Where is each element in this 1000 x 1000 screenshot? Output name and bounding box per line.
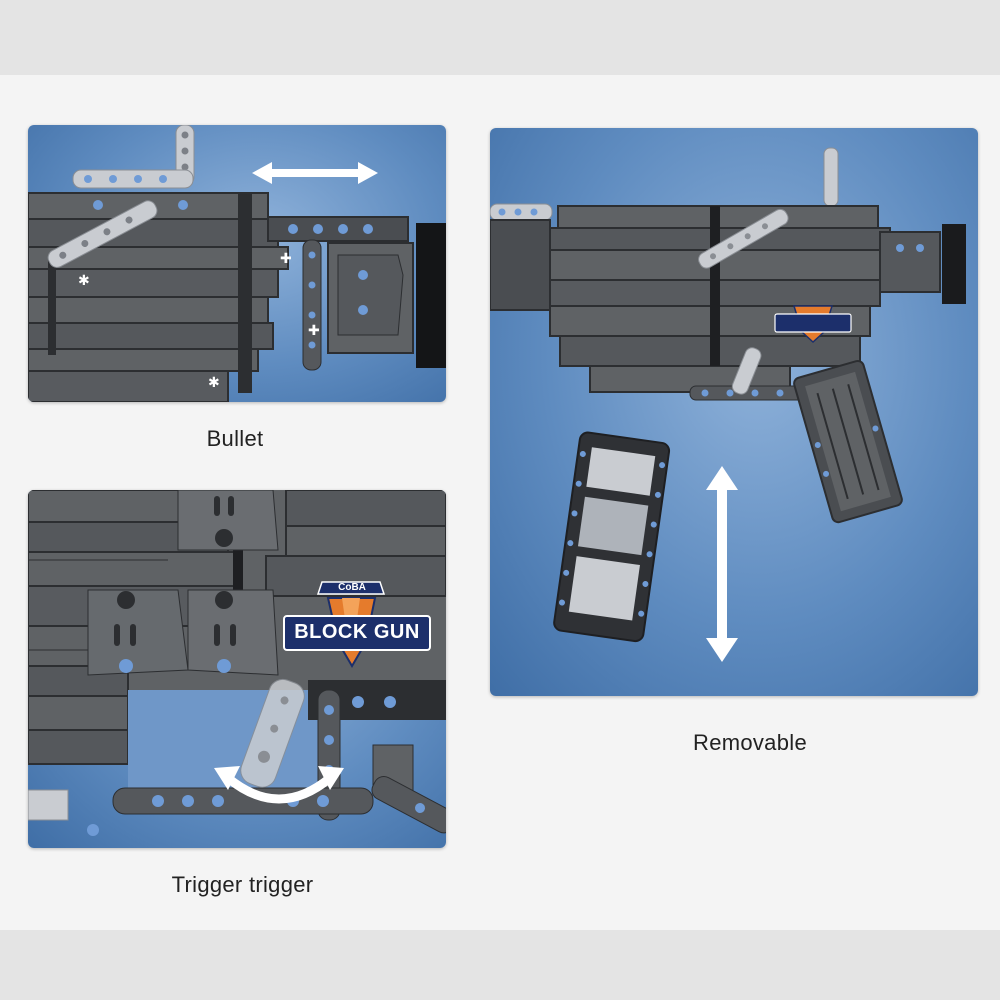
caption-trigger: Trigger trigger [171, 872, 314, 897]
double-arrow-horizontal-icon [252, 162, 378, 184]
background-band-top [0, 0, 1000, 75]
curved-double-arrow-icon [214, 766, 344, 804]
double-arrow-vertical-icon [706, 466, 738, 662]
caption-removable: Removable [693, 730, 807, 755]
block-gun-logo [283, 581, 431, 668]
bullet-detail-photo: ✱ ✚ ✚ ✱ [28, 125, 446, 402]
background-band-bottom [0, 930, 1000, 1000]
logo-name-text: BLOCK GUN [294, 621, 420, 643]
svg-text:✚: ✚ [280, 251, 292, 267]
trigger-detail-photo: CoBA BLOCK GUN [28, 490, 446, 848]
svg-text:✚: ✚ [308, 323, 320, 339]
svg-text:✱: ✱ [208, 375, 220, 391]
removable-magazine-photo [490, 128, 978, 696]
caption-bullet: Bullet [206, 426, 264, 451]
bullet-mechanism-illustration: ✱ ✚ ✚ ✱ [28, 125, 446, 402]
logo-brand-text: CoBA [338, 582, 366, 593]
svg-text:✱: ✱ [78, 273, 90, 289]
gun-side-view-illustration [490, 147, 966, 643]
